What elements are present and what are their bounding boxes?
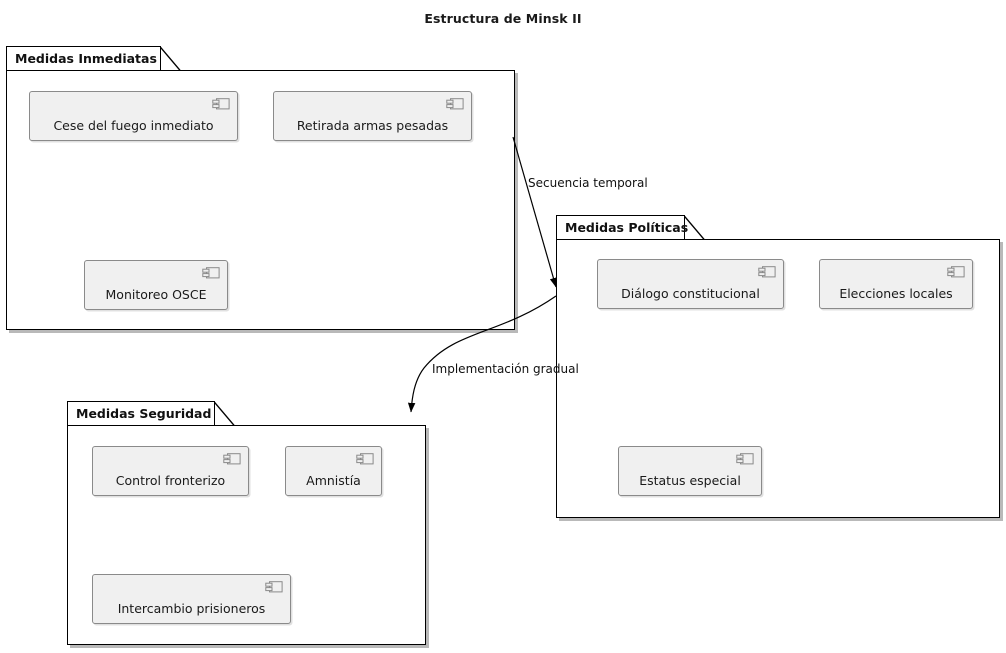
component-label: Retirada armas pesadas xyxy=(296,118,449,133)
package-tab-inmediatas[interactable]: Medidas Inmediatas xyxy=(6,46,161,70)
component-retirada-armas[interactable]: Retirada armas pesadas xyxy=(273,91,472,141)
page-title: Estructura de Minsk II xyxy=(424,11,582,26)
package-tab-slant xyxy=(683,215,706,240)
uml-component-icon xyxy=(223,453,241,465)
package-tab-slant xyxy=(213,401,236,426)
component-cese-fuego[interactable]: Cese del fuego inmediato xyxy=(29,91,238,141)
uml-component-icon xyxy=(736,453,754,465)
uml-component-icon xyxy=(446,98,464,110)
uml-component-icon xyxy=(212,98,230,110)
component-elecciones-locales[interactable]: Elecciones locales xyxy=(819,259,973,309)
component-label: Monitoreo OSCE xyxy=(105,287,207,302)
component-label: Cese del fuego inmediato xyxy=(53,118,214,133)
edge-label-secuencia-temporal: Secuencia temporal xyxy=(528,176,648,190)
component-amnistia[interactable]: Amnistía xyxy=(285,446,382,496)
component-label: Diálogo constitucional xyxy=(621,286,760,301)
component-dialogo-constitucional[interactable]: Diálogo constitucional xyxy=(597,259,784,309)
package-tab-seguridad[interactable]: Medidas Seguridad xyxy=(67,401,215,425)
uml-component-icon xyxy=(356,453,374,465)
component-monitoreo-osce[interactable]: Monitoreo OSCE xyxy=(84,260,228,310)
package-label: Medidas Inmediatas xyxy=(15,51,157,66)
component-label: Elecciones locales xyxy=(839,286,953,301)
package-label: Medidas Seguridad xyxy=(76,406,212,421)
uml-component-icon xyxy=(758,266,776,278)
component-label: Intercambio prisioneros xyxy=(117,601,266,616)
uml-component-icon xyxy=(947,266,965,278)
component-control-fronterizo[interactable]: Control fronterizo xyxy=(92,446,249,496)
component-label: Amnistía xyxy=(306,473,361,488)
edge-label-implementacion-gradual: Implementación gradual xyxy=(432,362,579,376)
component-label: Control fronterizo xyxy=(115,473,226,488)
component-intercambio-prisioneros[interactable]: Intercambio prisioneros xyxy=(92,574,291,624)
uml-component-icon xyxy=(202,267,220,279)
package-label: Medidas Políticas xyxy=(565,220,689,235)
uml-component-icon xyxy=(265,581,283,593)
component-estatus-especial[interactable]: Estatus especial xyxy=(618,446,762,496)
package-tab-slant xyxy=(159,46,182,71)
component-label: Estatus especial xyxy=(639,473,741,488)
package-tab-politicas[interactable]: Medidas Políticas xyxy=(556,215,689,239)
